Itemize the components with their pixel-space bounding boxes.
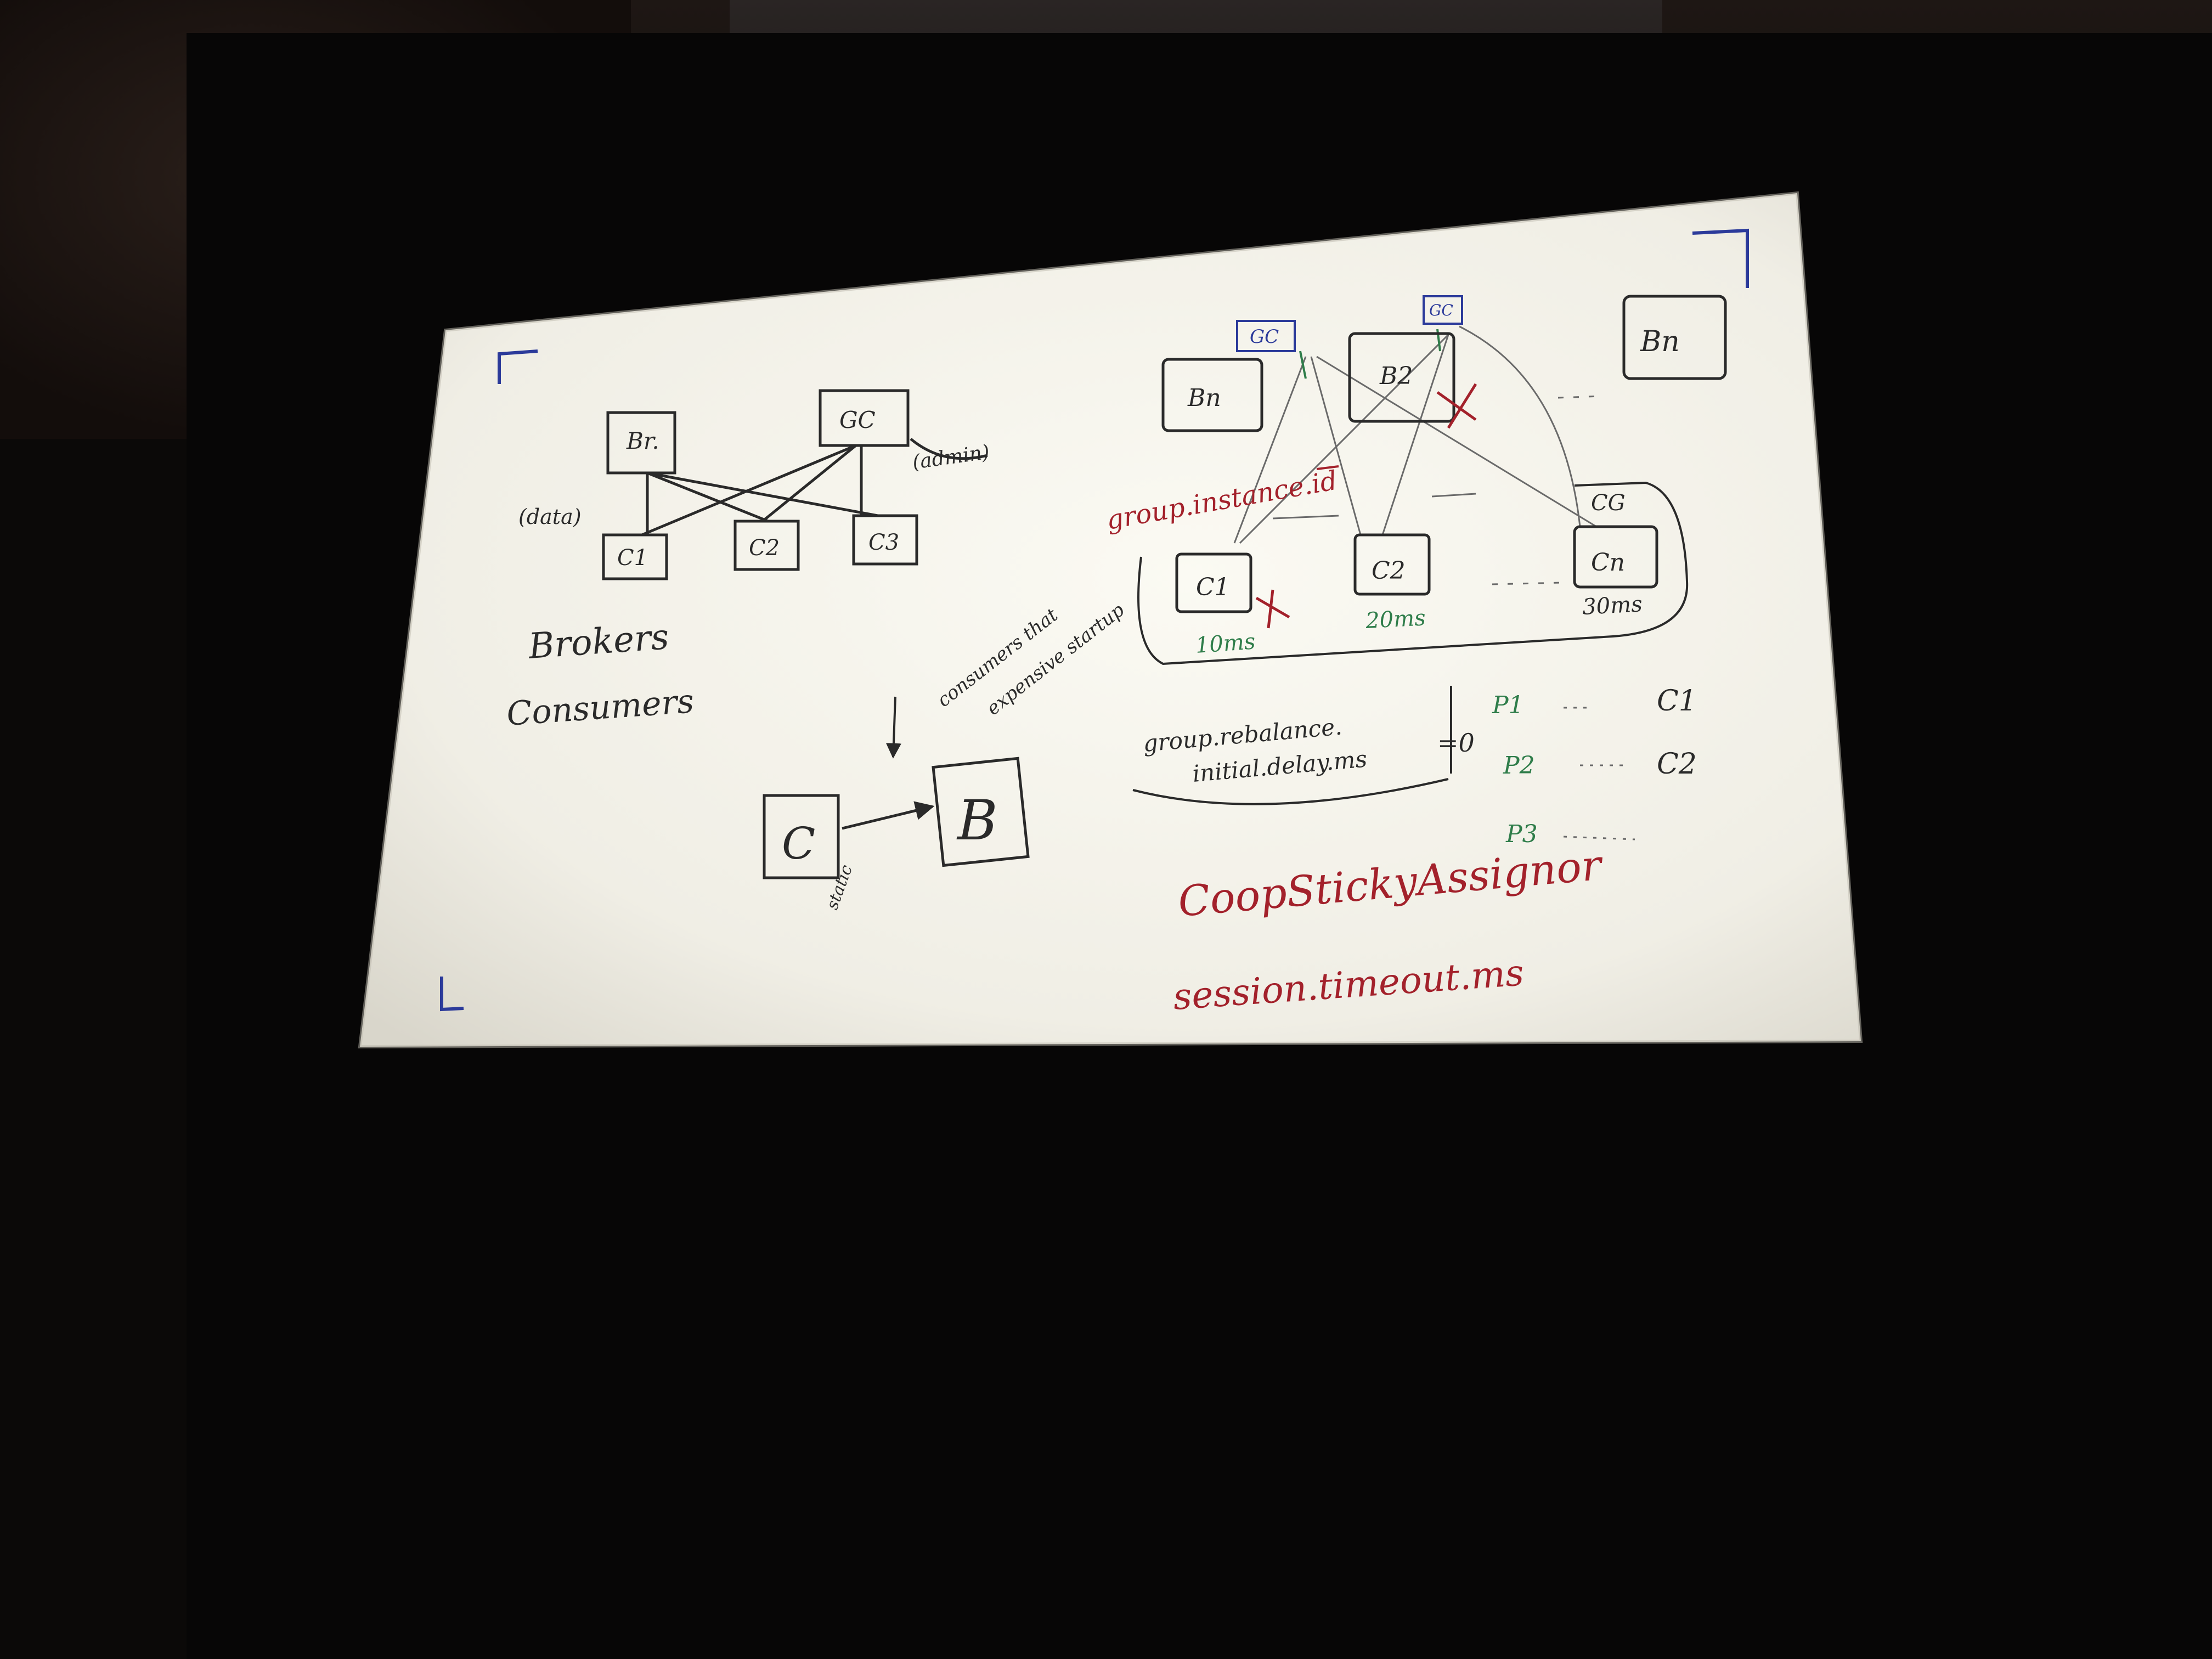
timing-c2: 20ms (1364, 605, 1426, 634)
c2-right-label: C2 (1372, 557, 1406, 585)
bn-right-label: Bn (1640, 325, 1680, 358)
dots (1492, 582, 1564, 585)
partition-p1: P1 (1492, 691, 1524, 719)
gc-tags (1236, 295, 1463, 352)
link (647, 471, 878, 517)
consumer-timings: 10ms 20ms 30ms (1194, 591, 1643, 658)
link (1310, 356, 1362, 535)
gc-tag-box-1 (1236, 320, 1296, 352)
gc-label: GC (839, 407, 876, 433)
consumer-cn (1573, 525, 1658, 589)
partition-consumer-2: C2 (1657, 748, 1697, 781)
right-diagram-links (1233, 325, 1602, 585)
link (1272, 515, 1339, 520)
partition-consumer-1: C1 (1657, 685, 1697, 718)
gc-box (819, 389, 910, 447)
link (1431, 493, 1476, 498)
b-label: B (956, 788, 998, 853)
b-box (932, 757, 1030, 867)
right-consumers (1175, 525, 1658, 613)
left-diagram (602, 389, 988, 580)
broker-bn-right (1622, 295, 1727, 380)
c-to-b-arrow (842, 801, 935, 830)
rebalance-value: =0 (1437, 728, 1475, 758)
right-brokers (1161, 295, 1727, 432)
gc-tag-1: GC (1250, 326, 1279, 348)
right-broker-labels: GC GC Bn B2 Bn (1187, 301, 1680, 412)
b2-label: B2 (1379, 362, 1413, 390)
link (641, 444, 856, 537)
link (1239, 334, 1449, 544)
brokers-note: Brokers (527, 617, 670, 667)
timing-cn: 30ms (1582, 591, 1643, 620)
corner-marks (440, 228, 1749, 1012)
cg-label: CG (1591, 490, 1626, 516)
link (761, 444, 857, 522)
broker-label: Br. (626, 427, 659, 454)
down-arrow (885, 696, 901, 759)
broken-link-mark (1436, 383, 1477, 429)
c1-box (602, 533, 668, 580)
broker-box (606, 411, 676, 475)
link (1316, 356, 1597, 528)
broker-b2 (1348, 332, 1455, 423)
instance-id-arrow (1316, 465, 1339, 470)
link (1459, 325, 1581, 527)
c3-box (852, 514, 918, 566)
broker-bn-left (1161, 358, 1263, 432)
direct-connection (763, 757, 1030, 879)
admin-bracket (910, 438, 988, 460)
rebalance-underline (1132, 778, 1449, 805)
c1-fail-mark (1255, 589, 1290, 629)
partition-p2: P2 (1503, 752, 1535, 780)
c-label: C (782, 818, 815, 869)
data-label: (data) (518, 505, 582, 529)
screen-vignette (358, 191, 1863, 1049)
gc-tag-box-2 (1423, 295, 1463, 325)
consumer-c2 (1353, 533, 1431, 596)
link (1233, 356, 1307, 544)
right-consumer-labels: C1 C2 Cn (1196, 549, 1625, 601)
link (647, 471, 769, 523)
consumer-group-outline (1137, 481, 1689, 665)
c1-label: C1 (617, 545, 648, 571)
assign-line (1563, 836, 1635, 840)
cn-right-label: Cn (1591, 549, 1625, 577)
c1-right-label: C1 (1196, 573, 1230, 601)
c3-label: C3 (868, 530, 899, 555)
c2-label: C2 (749, 535, 780, 561)
projection-screen (360, 193, 1861, 1047)
c-box (763, 794, 840, 879)
partition-p3: P3 (1505, 820, 1538, 848)
timing-c1: 10ms (1194, 629, 1256, 658)
consumer-c1 (1175, 552, 1252, 613)
left-diagram-labels: Br. GC C1 C2 C3 (data) (admin) (518, 407, 991, 571)
bn-left-label: Bn (1187, 384, 1221, 412)
partition-assignment: P1 P2 P3 C1 C2 (1492, 685, 1697, 848)
link (1381, 334, 1449, 535)
gc-tag-2: GC (1429, 301, 1453, 319)
